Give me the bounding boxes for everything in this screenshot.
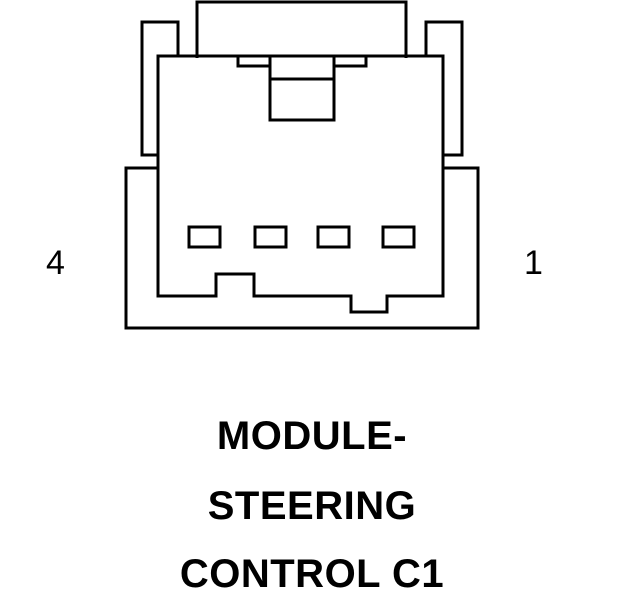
pin-cavity-3 (253, 225, 288, 249)
caption-line-3: CONTROL C1 (179, 552, 445, 596)
pin-cavity-2 (316, 225, 351, 249)
pin-cavity-1 (381, 225, 416, 249)
center-key (268, 66, 336, 122)
left-ear (140, 20, 180, 157)
inner-cavity (156, 168, 445, 314)
caption-line-2: STEERING (207, 484, 417, 528)
upper-housing (156, 54, 445, 168)
latch-tab (195, 0, 408, 58)
outer-shroud (124, 166, 480, 330)
caption-line-1: MODULE- (216, 414, 408, 458)
top-notch-left (236, 57, 272, 68)
pin-4-label: 4 (46, 244, 65, 282)
pin-1-label: 1 (524, 244, 543, 282)
right-ear (424, 20, 464, 157)
top-notch-right (332, 57, 368, 68)
pin-cavity-4 (187, 225, 222, 249)
